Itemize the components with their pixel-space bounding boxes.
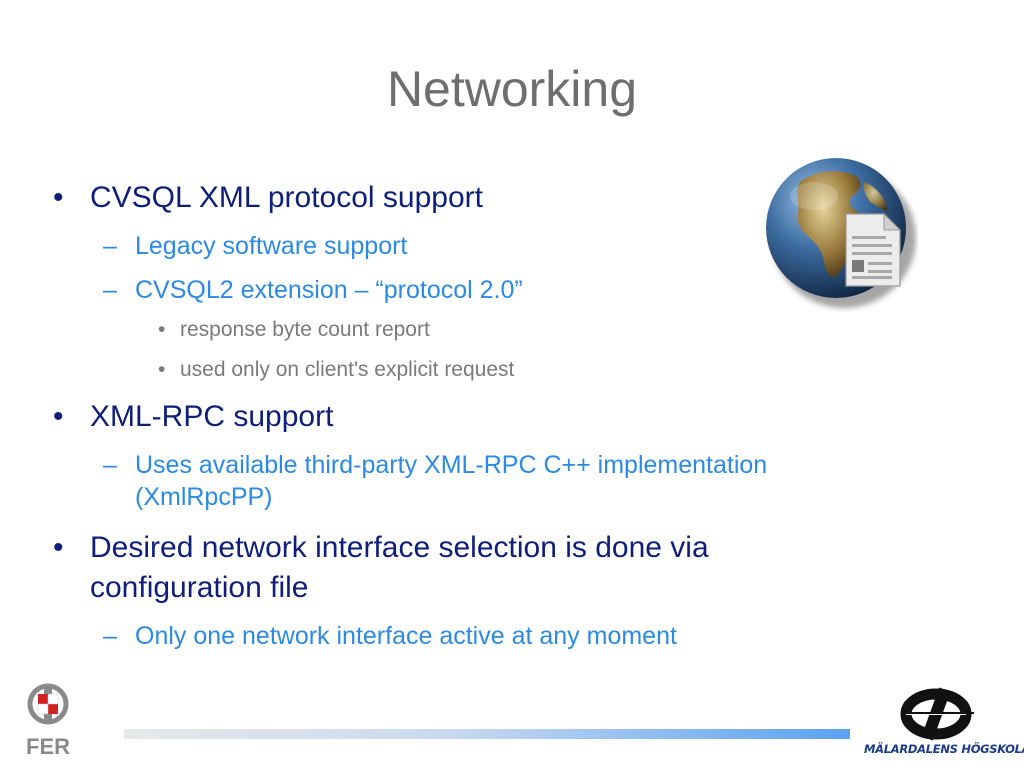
bullet-text: XML-RPC support [90,400,334,433]
bullet-level3: • response byte count report [158,316,780,344]
bullet-text: Desired network interface selection is d… [90,531,709,604]
bullet-text: CVSQL2 extension – “protocol 2.0” [135,276,523,304]
bullet-level1: • CVSQL XML protocol support [53,178,850,218]
bullet-marker: – [103,276,117,304]
bullet-level1: • Desired network interface selection is… [53,528,850,608]
slide-title: Networking [386,61,638,117]
bullet-level3: • used only on client's explicit request [158,356,780,384]
bullet-marker: • [53,400,64,433]
bullet-text: Uses available third-party XML-RPC C++ i… [135,451,768,511]
bullet-text: response byte count report [180,318,430,341]
mdh-logo: MÄLARDALENS HÖGSKOLA [864,686,1024,760]
bullet-marker: – [103,451,117,479]
mdh-logo-text: MÄLARDALENS HÖGSKOLA [864,742,1024,756]
bullet-marker: • [53,531,64,564]
bullet-marker: • [158,318,166,341]
bullet-text: Only one network interface active at any… [135,622,677,650]
bullet-level2: – Legacy software support [103,230,875,262]
fer-emblem-icon: FER [26,683,70,759]
bullet-text: used only on client's explicit request [180,358,515,381]
bullet-text: Legacy software support [135,232,408,260]
bullet-level2: – CVSQL2 extension – “protocol 2.0” [103,274,875,306]
bullet-marker: • [53,181,64,214]
bullet-marker: – [103,232,117,260]
bullet-level2: – Uses available third-party XML-RPC C++… [103,449,875,513]
fer-logo-text: FER [26,734,70,759]
bullet-level2: – Only one network interface active at a… [103,620,875,652]
bullet-text: CVSQL XML protocol support [90,181,483,214]
bullet-level1: • XML-RPC support [53,397,850,437]
globe-document-icon [766,158,916,308]
footer-bar [124,729,850,739]
bullet-marker: – [103,622,117,650]
fer-logo: FER [18,682,78,760]
bullet-marker: • [158,358,166,381]
mdh-emblem-icon [900,687,974,741]
